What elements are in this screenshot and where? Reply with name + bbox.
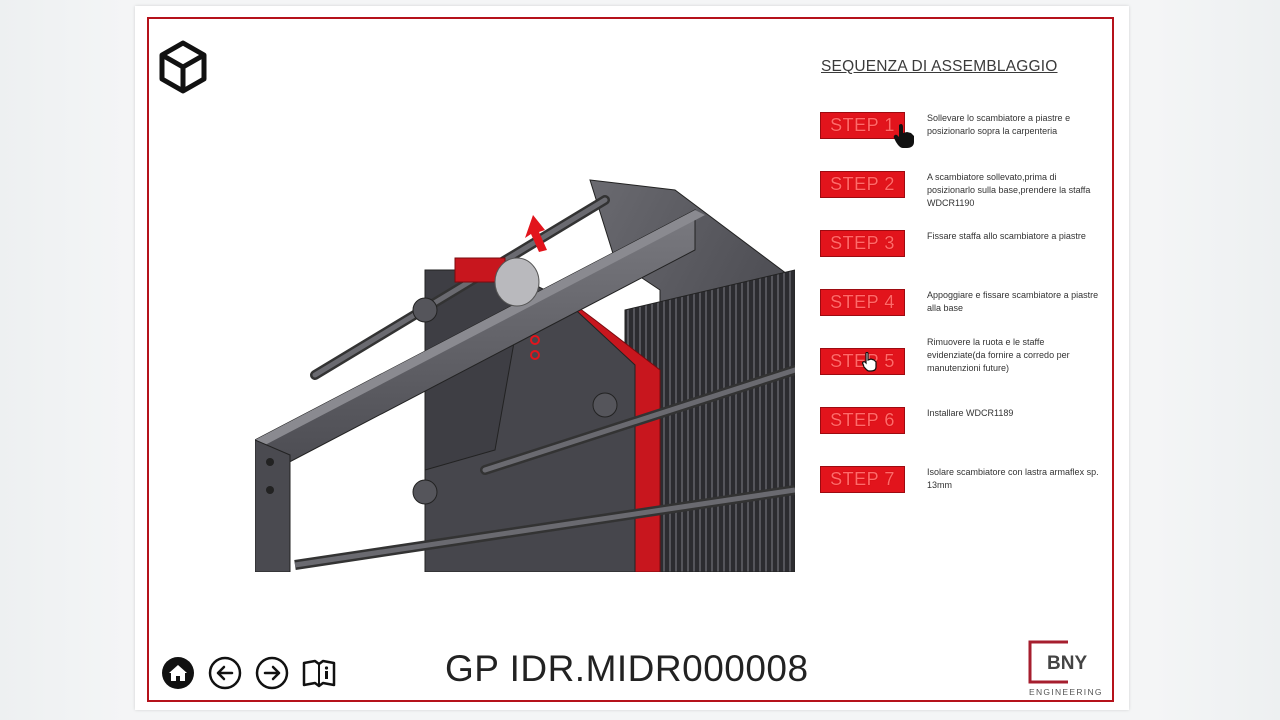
step-5-button[interactable]: STEP 5: [820, 348, 905, 375]
step-4-description: Appoggiare e fissare scambiatore a piast…: [927, 290, 1099, 313]
arrow-left-icon: [208, 656, 242, 690]
previous-button[interactable]: [207, 655, 243, 691]
step-2-description: A scambiatore sollevato,prima di posizio…: [927, 172, 1091, 208]
step-4-button[interactable]: STEP 4: [820, 289, 905, 316]
heat-exchanger-illustration: [254, 170, 800, 573]
step-7-button[interactable]: STEP 7: [820, 466, 905, 493]
step-3-button[interactable]: STEP 3: [820, 230, 905, 257]
step-7-description: Isolare scambiatore con lastra armaflex …: [927, 467, 1099, 490]
step-6-description: Installare WDCR1189: [927, 408, 1014, 418]
page-title: SEQUENZA DI ASSEMBLAGGIO: [821, 58, 1058, 75]
step-6-button[interactable]: STEP 6: [820, 407, 905, 434]
logo-brand: BNY: [1047, 653, 1087, 674]
step-3-description: Fissare staffa allo scambiatore a piastr…: [927, 231, 1086, 241]
home-button[interactable]: [160, 655, 196, 691]
arrow-right-icon: [255, 656, 289, 690]
manual-button[interactable]: [301, 655, 337, 691]
logo-subtitle: ENGINEERING: [1029, 687, 1103, 697]
bny-engineering-logo: BNY ENGINEERING: [1028, 640, 1104, 698]
slide-frame: [147, 17, 1114, 702]
next-button[interactable]: [254, 655, 290, 691]
step-2-button[interactable]: STEP 2: [820, 171, 905, 198]
step-1-button[interactable]: STEP 1: [820, 112, 905, 139]
manual-icon: [302, 659, 336, 688]
home-icon: [162, 657, 194, 689]
document-code: GP IDR.MIDR000008: [445, 648, 809, 689]
step-5-description: Rimuovere la ruota e le staffe evidenzia…: [927, 337, 1070, 373]
cube-3d-icon[interactable]: [158, 40, 208, 94]
step-1-description: Sollevare lo scambiatore a piastre e pos…: [927, 113, 1071, 136]
